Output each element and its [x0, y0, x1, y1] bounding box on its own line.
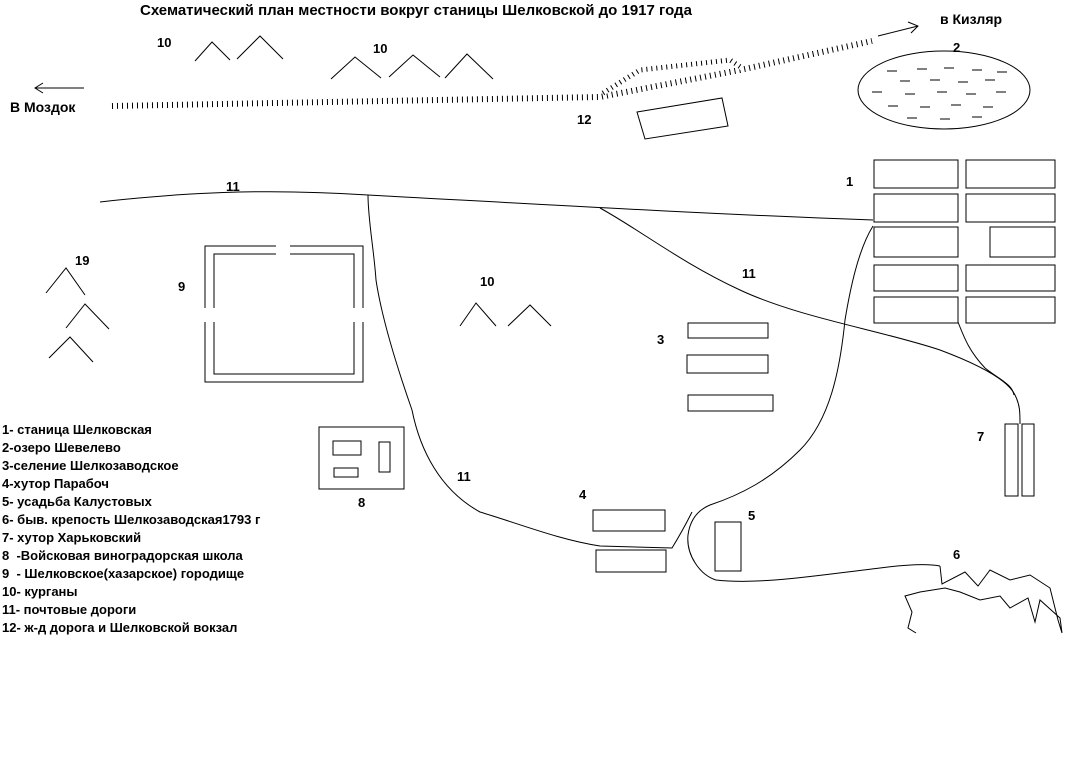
legend-item: 8 -Войсковая виноградорская школа [2, 548, 243, 563]
vinogradorskaya-shkola [318, 426, 405, 490]
label-11-c: 11 [457, 469, 471, 484]
label-12: 12 [577, 112, 592, 127]
label-10-b: 10 [373, 41, 388, 56]
kurgans [194, 35, 552, 327]
map-legend: 1- станица Шелковская 2-озеро Шевелево 3… [2, 421, 260, 637]
khutor-kharkovsky [1004, 423, 1035, 497]
legend-item: 2-озеро Шевелево [2, 440, 121, 455]
label-3: 3 [657, 332, 665, 347]
legend-item: 7- хутор Харьковский [2, 530, 142, 545]
label-1: 1 [846, 174, 854, 189]
railway [111, 38, 873, 109]
legend-item: 6- быв. крепость Шелкозаводская1793 г [2, 512, 261, 527]
legend-item: 5- усадьба Калустовых [2, 494, 152, 509]
railway-station-building [636, 97, 729, 140]
legend-item: 11- почтовые дороги [2, 602, 137, 617]
direction-mozdok: В Моздок [10, 99, 76, 115]
label-10-a: 10 [157, 35, 172, 50]
label-11-a: 11 [226, 179, 240, 194]
label-5: 5 [748, 508, 756, 523]
legend-item: 4-хутор Парабоч [2, 476, 109, 491]
label-19: 19 [75, 253, 90, 268]
label-2: 2 [953, 40, 961, 55]
label-8: 8 [358, 495, 366, 510]
label-9: 9 [178, 279, 186, 294]
legend-item: 9 - Шелковское(хазарское) городище [2, 566, 245, 581]
legend-item: 12- ж-д дорога и Шелковской вокзал [2, 620, 238, 635]
map-title: Схематический план местности вокруг стан… [140, 2, 692, 19]
label-7: 7 [977, 429, 985, 444]
label-10-c: 10 [480, 274, 495, 289]
lake-shevelevo [857, 50, 1031, 130]
former-fortress [904, 565, 1063, 634]
selenie-shelkozavodskoe [686, 322, 774, 412]
legend-item: 10- курганы [2, 584, 78, 599]
label-11-b: 11 [742, 266, 756, 281]
kurgans-19 [45, 267, 110, 363]
legend-item: 1- станица Шелковская [2, 422, 152, 437]
label-6: 6 [953, 547, 961, 562]
usadba-kalustovykh [714, 521, 742, 572]
postal-roads [99, 191, 1021, 582]
direction-kizlyar: в Кизляр [940, 11, 1003, 27]
legend-item: 3-селение Шелкозаводское [2, 458, 179, 473]
gorodishche [200, 241, 368, 383]
arrow-to-mozdok-icon [34, 82, 84, 94]
stanitsa-shelkovskaya [873, 159, 1056, 324]
khutor-paraboch [592, 509, 667, 573]
arrow-to-kizlyar-icon [877, 21, 919, 37]
label-4: 4 [579, 487, 587, 502]
